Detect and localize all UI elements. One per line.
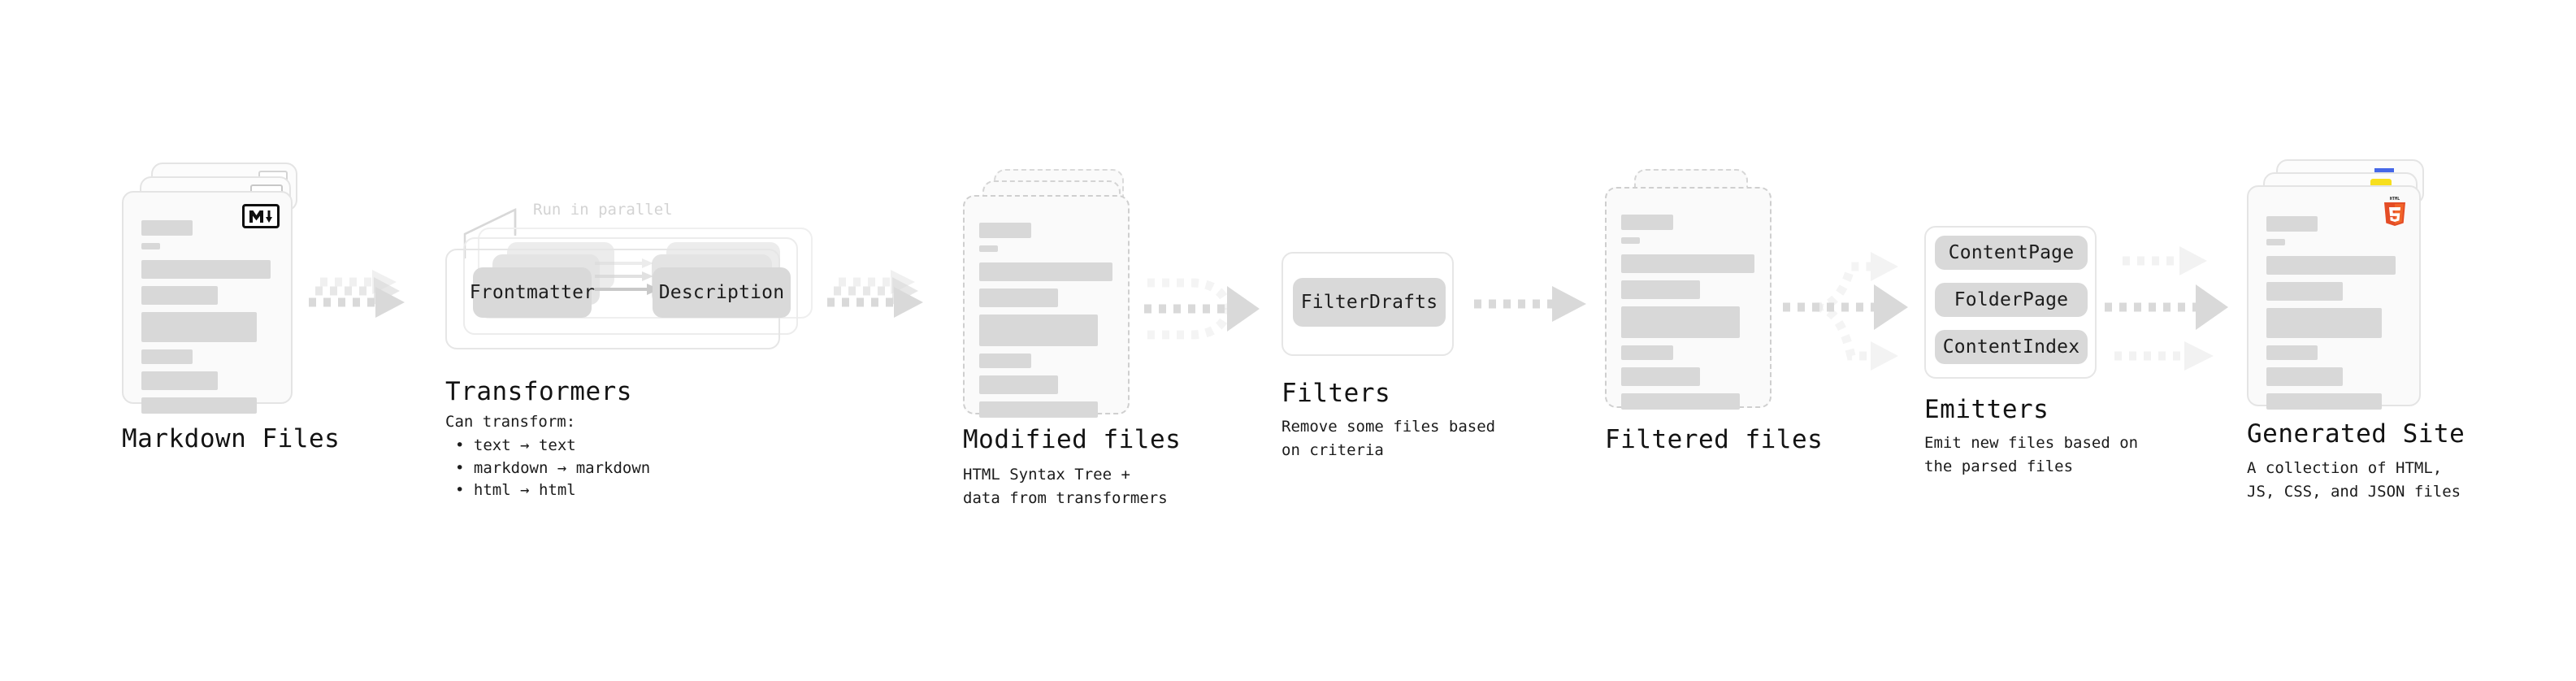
emitters-title: Emitters [1924, 395, 2049, 424]
generated-site-description: A collection of HTML, JS, CSS, and JSON … [2247, 459, 2461, 501]
filtered-files-title: Filtered files [1605, 425, 1824, 454]
transformers-bullet-1: • text → text [455, 436, 576, 454]
transformer-internal-arrows [595, 258, 660, 295]
modified-files-stack [963, 169, 1150, 429]
transformer-pill-frontmatter[interactable]: Frontmatter [470, 267, 595, 318]
emitter-pill-folderpage[interactable]: FolderPage [1935, 283, 2088, 317]
filters-title: Filters [1281, 379, 1391, 408]
transformers-description: Can transform: [445, 413, 576, 431]
filtered-file-card-front [1605, 187, 1772, 410]
transformers-bullet-2: • markdown → markdown [455, 459, 651, 477]
connector-transformers-to-modified [827, 270, 923, 318]
connector-filters-to-filtered [1474, 286, 1586, 322]
emitter-pill-contentindex[interactable]: ContentIndex [1935, 330, 2088, 364]
filters-group [1281, 252, 1454, 356]
modified-files-description: HTML Syntax Tree + data from transformer… [963, 466, 1168, 507]
markdown-files-stack [122, 163, 309, 423]
connector-emitters-to-site [2105, 246, 2228, 371]
markdown-file-card-front [122, 191, 293, 414]
connector-modified-to-filters [1144, 278, 1260, 340]
html5-icon: HTML [2382, 195, 2408, 229]
svg-text:HTML: HTML [2390, 197, 2400, 202]
transformers-bullet-3: • html → html [455, 481, 576, 499]
modified-files-title: Modified files [963, 425, 1182, 454]
run-in-parallel-label: Run in parallel [533, 201, 673, 219]
filtered-file-content [1621, 215, 1754, 417]
connector-markdown-to-transformers [309, 270, 405, 318]
filters-description: Remove some files based on criteria [1281, 418, 1496, 459]
generated-site-stack: HTML [2247, 159, 2450, 427]
transformers-title: Transformers [445, 377, 632, 406]
generated-file-card-front: HTML [2247, 185, 2421, 410]
filter-pill-filterdrafts[interactable]: FilterDrafts [1293, 278, 1446, 327]
emitters-group [1924, 226, 2097, 379]
filtered-files-stack [1605, 169, 1792, 429]
markdown-files-title: Markdown Files [122, 424, 340, 453]
markdown-file-content [141, 220, 275, 421]
transformer-pill-description[interactable]: Description [653, 267, 791, 318]
transformers-box-back-1 [463, 237, 798, 335]
generated-site-title: Generated Site [2247, 419, 2465, 449]
generated-file-content [2266, 216, 2403, 417]
emitter-pill-contentpage[interactable]: ContentPage [1935, 236, 2088, 270]
modified-file-card-front [963, 195, 1130, 418]
modified-file-content [979, 223, 1112, 425]
markdown-icon [242, 204, 280, 228]
transformers-group: Frontmatter Description [445, 228, 835, 366]
emitters-description: Emit new files based on the parsed files [1924, 434, 2139, 475]
connector-filtered-to-emitters [1783, 252, 1908, 371]
